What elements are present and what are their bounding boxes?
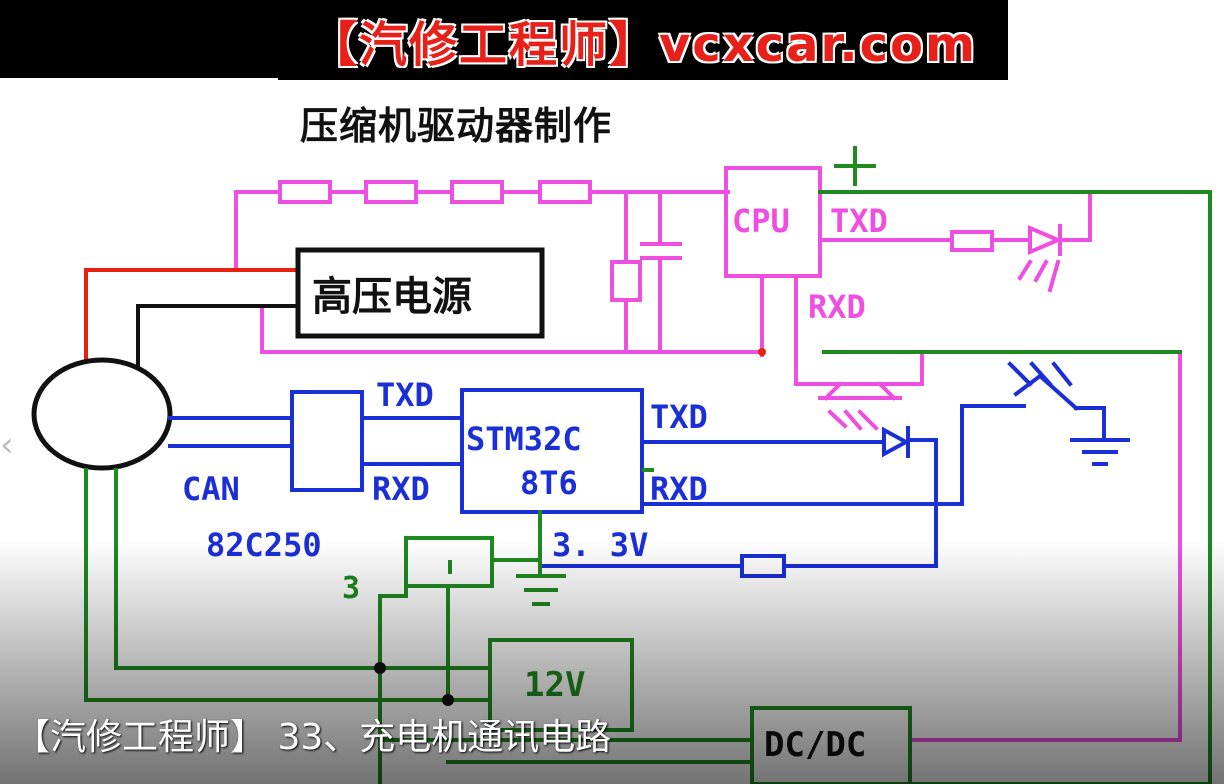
can-chip-label: 82C250: [206, 526, 322, 564]
stm-rxd-label: RXD: [650, 470, 708, 508]
banner-divider: [0, 78, 278, 82]
cpu-txd-label: TXD: [830, 202, 888, 240]
hv-supply-box: [295, 247, 545, 339]
stm32-label-line1: STM32C: [466, 420, 582, 458]
optocoupler-receiver: [818, 381, 902, 431]
can-rxd-label: RXD: [372, 470, 430, 508]
cpu-label: CPU: [732, 202, 790, 240]
chevron-left-icon[interactable]: ‹: [0, 425, 14, 465]
stm32-label-line2: 8T6: [520, 464, 578, 502]
v12-label: 12V: [524, 665, 585, 705]
stm-txd-label: TXD: [650, 398, 708, 436]
can-label: CAN: [182, 470, 240, 508]
banner-left-bar: [0, 0, 278, 80]
diagram-title: 压缩机驱动器制作: [300, 104, 613, 148]
regulator-mark: 3: [342, 571, 360, 606]
cpu-box: [724, 166, 822, 278]
compressor-motor: [31, 357, 173, 471]
can-transceiver-box: [290, 390, 364, 492]
diode: [882, 426, 911, 458]
stm32-box: [460, 388, 644, 514]
dcdc-label: DC/DC: [764, 725, 866, 765]
cpu-rxd-label: RXD: [808, 288, 866, 326]
v33-label: 3. 3V: [552, 526, 648, 564]
can-txd-label: TXD: [376, 376, 434, 414]
video-caption: 【汽修工程师】 33、充电机通讯电路: [14, 717, 612, 758]
cpu-led: [1017, 224, 1064, 293]
watermark-banner: 【汽修工程师】vcxcar.com: [278, 0, 1008, 80]
hv-supply-label: 高压电源: [312, 274, 472, 320]
